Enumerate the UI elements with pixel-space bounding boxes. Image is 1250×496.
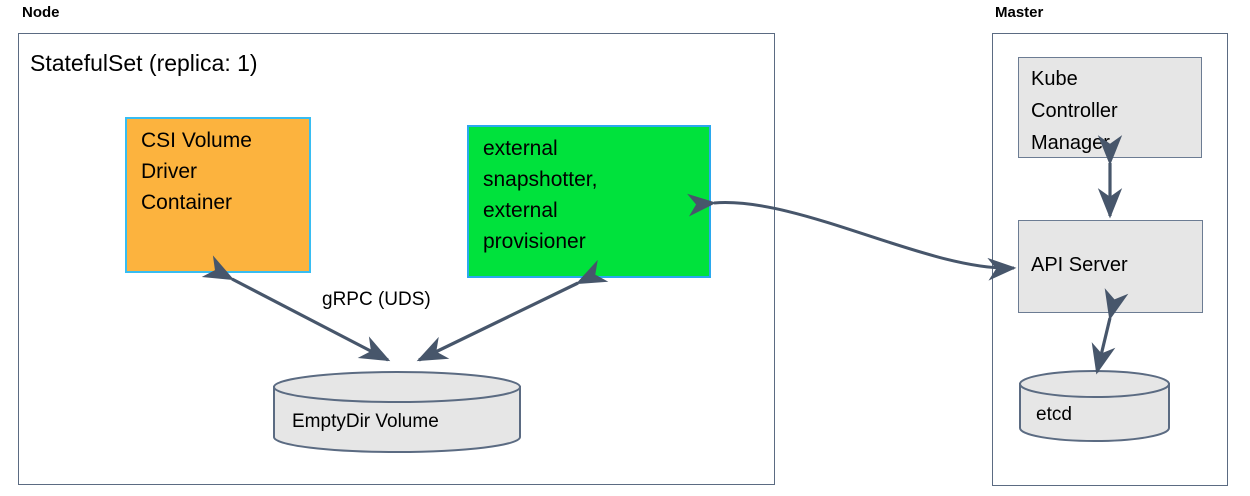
etcd-label: etcd <box>1036 404 1072 425</box>
csi-driver-line-1: CSI Volume <box>141 129 252 152</box>
api-server-box[interactable]: API Server <box>1018 220 1203 313</box>
external-sidecars-box[interactable]: external snapshotter, external provision… <box>467 125 711 278</box>
node-zone-label: Node <box>22 4 60 21</box>
emptydir-volume-label: EmptyDir Volume <box>292 411 439 432</box>
api-server-label: API Server <box>1031 254 1128 276</box>
kcm-line-3: Manager <box>1031 132 1110 154</box>
statefulset-title: StatefulSet (replica: 1) <box>30 50 258 76</box>
csi-driver-line-3: Container <box>141 191 233 214</box>
kcm-line-1: Kube <box>1031 68 1078 90</box>
kube-controller-manager-box[interactable]: Kube Controller Manager <box>1018 57 1202 158</box>
kcm-line-2: Controller <box>1031 100 1118 122</box>
emptydir-volume-cylinder[interactable]: EmptyDir Volume <box>272 371 522 453</box>
sidecar-line-3: external <box>483 199 558 222</box>
csi-driver-line-2: Driver <box>141 160 197 183</box>
sidecar-line-4: provisioner <box>483 230 586 253</box>
sidecar-line-1: external <box>483 137 558 160</box>
grpc-uds-edge-label: gRPC (UDS) <box>322 289 431 310</box>
etcd-cylinder[interactable]: etcd <box>1018 370 1171 443</box>
sidecar-line-2: snapshotter, <box>483 168 598 191</box>
master-zone-label: Master <box>995 4 1044 21</box>
csi-volume-driver-container-box[interactable]: CSI Volume Driver Container <box>125 117 311 273</box>
